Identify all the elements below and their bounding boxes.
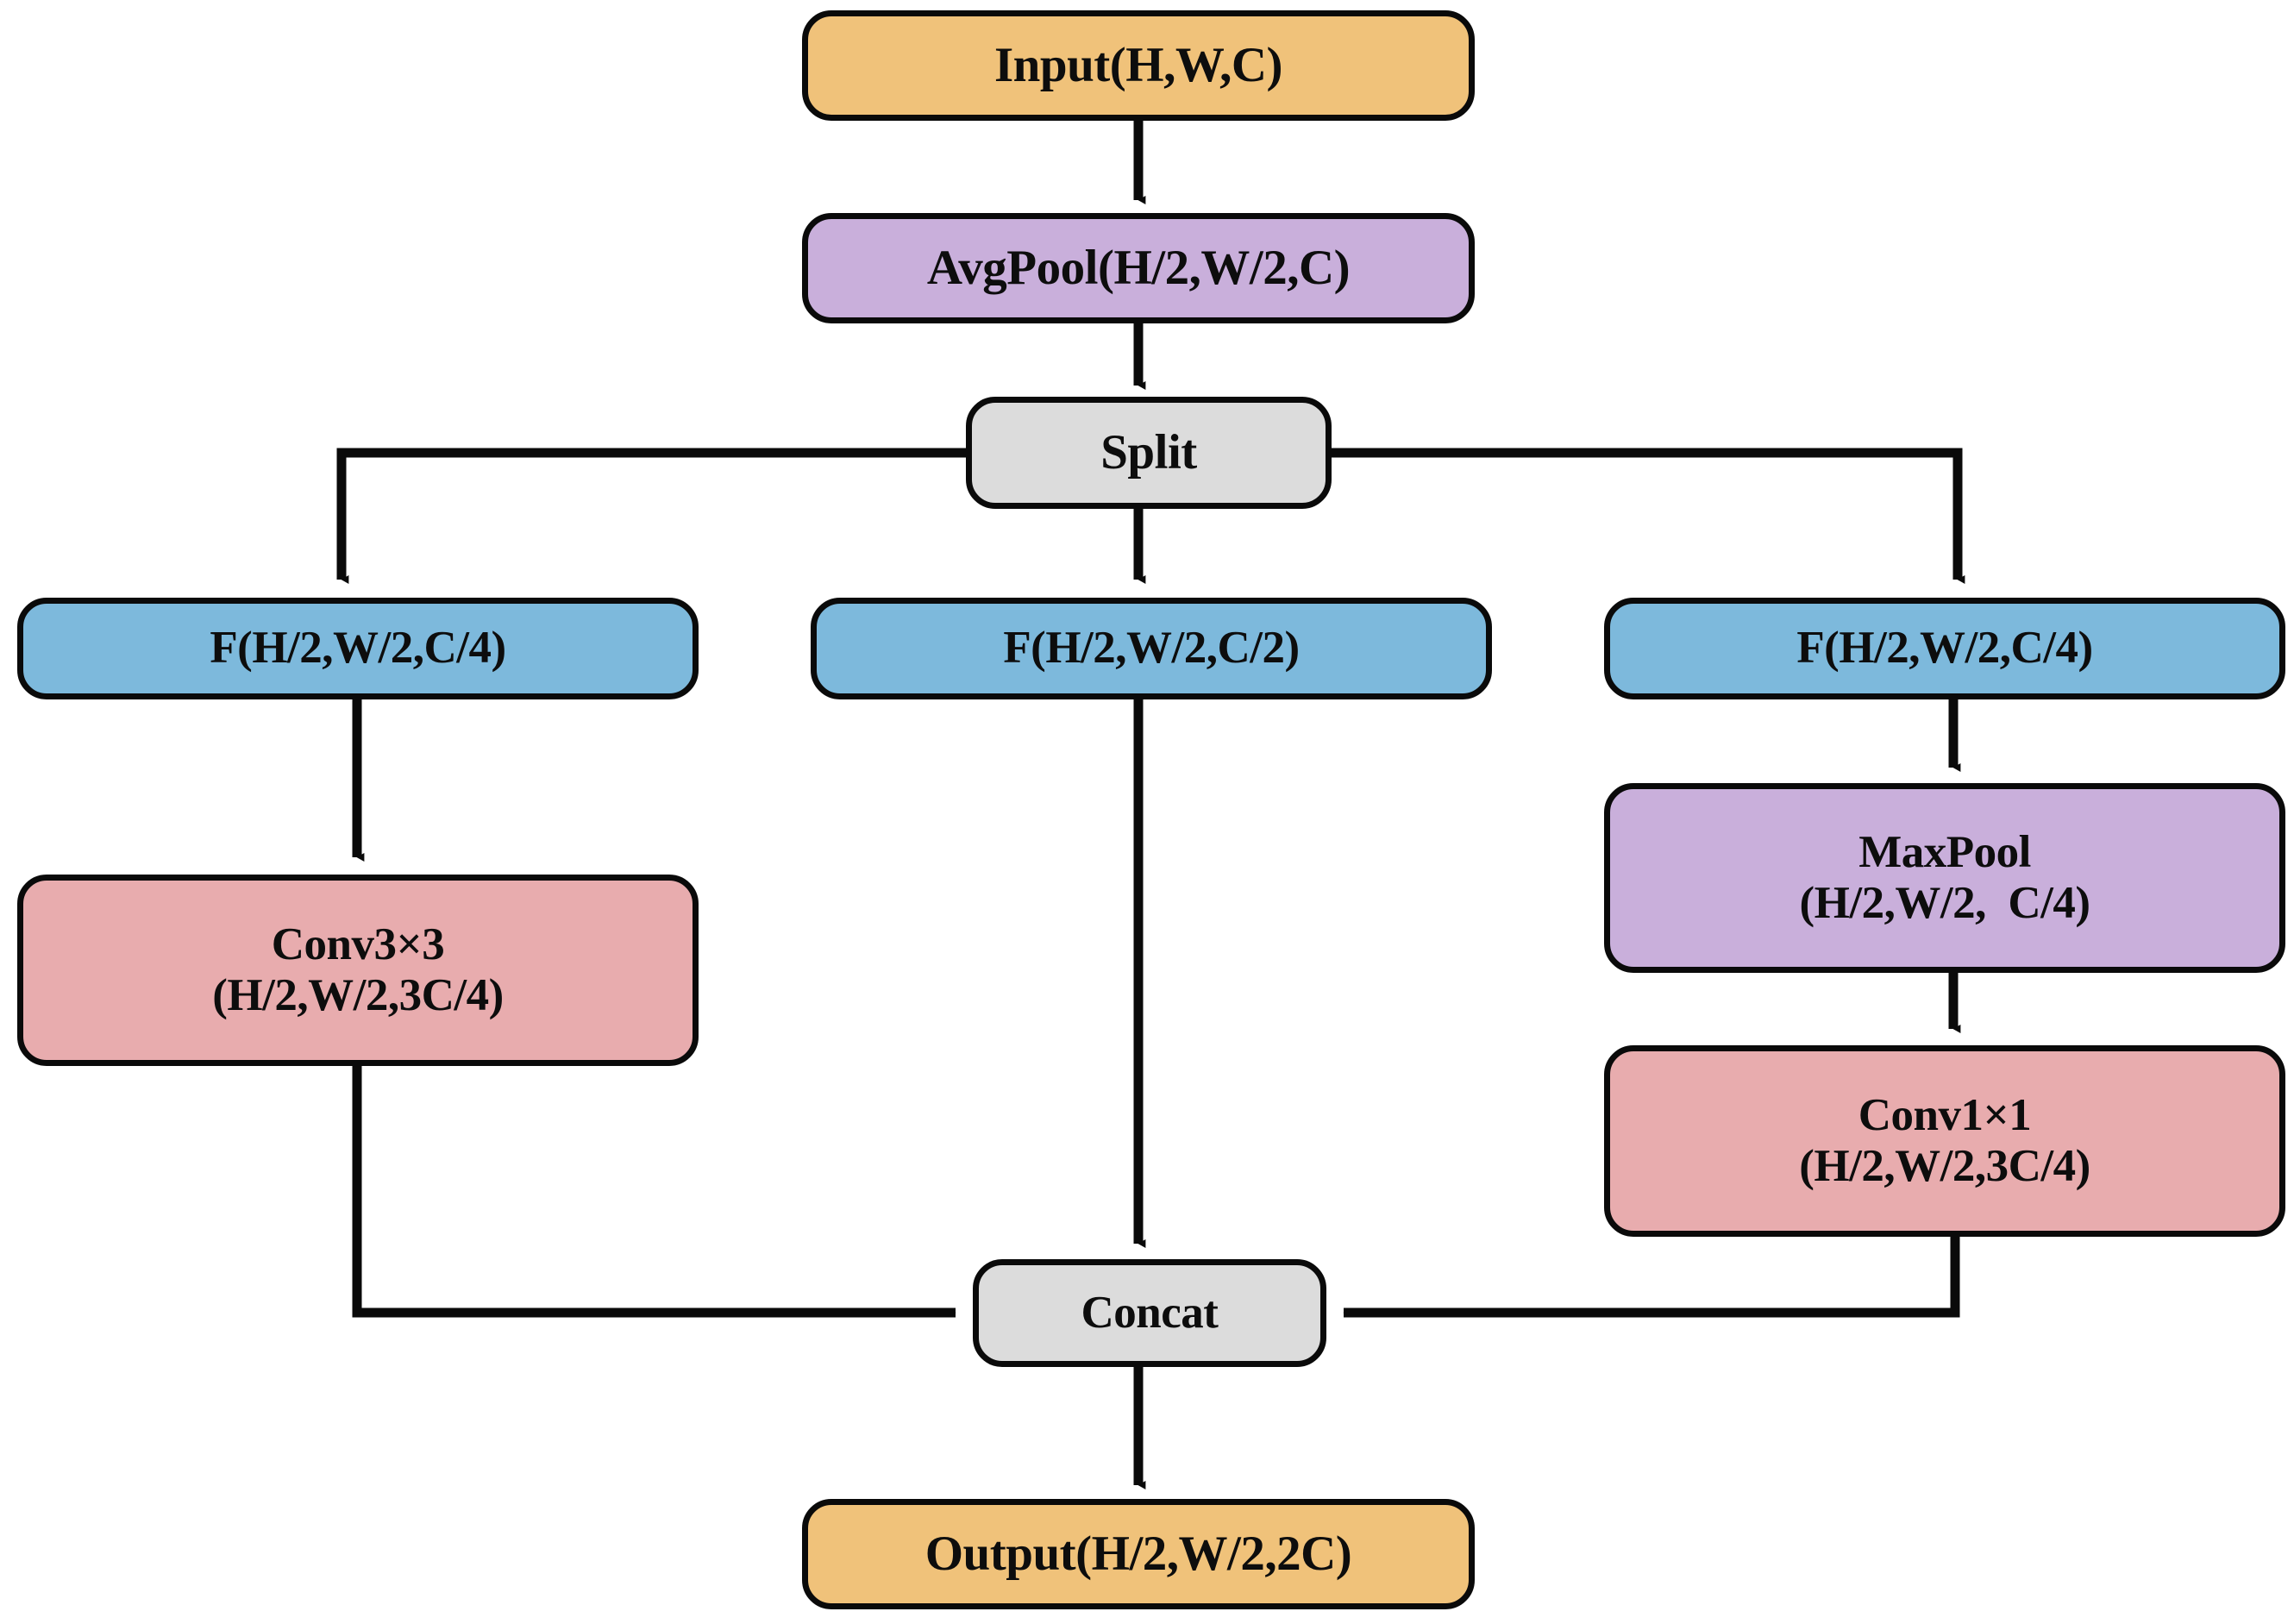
node-avgpool[interactable]: AvgPool(H/2,W/2,C) — [802, 213, 1475, 323]
node-output[interactable]: Output(H/2,W/2,2C) — [802, 1499, 1475, 1609]
node-f-right[interactable]: F(H/2,W/2,C/4) — [1604, 598, 2285, 699]
edge-split-to-f-left — [336, 448, 966, 584]
node-split[interactable]: Split — [966, 397, 1332, 509]
node-f-right-label-line1: F(H/2,W/2,C/4) — [1796, 623, 2093, 674]
node-f-left[interactable]: F(H/2,W/2,C/4) — [17, 598, 699, 699]
node-conv3x3[interactable]: Conv3×3 (H/2,W/2,3C/4) — [17, 875, 699, 1066]
node-maxpool[interactable]: MaxPool (H/2,W/2, C/4) — [1604, 783, 2285, 973]
edge-conv3x3-to-concat — [352, 1066, 956, 1318]
node-maxpool-label-line2: (H/2,W/2, C/4) — [1799, 878, 2090, 928]
edge-conv1x1-to-concat — [1343, 1237, 1960, 1318]
node-maxpool-label-line1: MaxPool — [1858, 826, 2031, 877]
node-f-mid[interactable]: F(H/2,W/2,C/2) — [811, 598, 1492, 699]
node-conv3x3-label-line1: Conv3×3 — [271, 919, 445, 969]
node-conv1x1[interactable]: Conv1×1 (H/2,W/2,3C/4) — [1604, 1045, 2285, 1237]
node-f-left-label-line1: F(H/2,W/2,C/4) — [210, 623, 506, 674]
node-concat-label-line1: Concat — [1081, 1287, 1219, 1338]
node-concat[interactable]: Concat — [973, 1259, 1326, 1367]
node-output-label-line1: Output(H/2,W/2,2C) — [924, 1527, 1352, 1582]
node-f-mid-label-line1: F(H/2,W/2,C/2) — [1003, 623, 1300, 674]
node-conv1x1-label-line1: Conv1×1 — [1858, 1089, 2032, 1140]
node-input[interactable]: Input(H,W,C) — [802, 10, 1475, 121]
node-input-label-line1: Input(H,W,C) — [994, 38, 1283, 93]
edge-split-to-f-right — [1332, 448, 1965, 584]
node-avgpool-label-line1: AvgPool(H/2,W/2,C) — [926, 241, 1351, 296]
node-conv3x3-label-line2: (H/2,W/2,3C/4) — [212, 970, 504, 1020]
node-split-label-line1: Split — [1100, 425, 1197, 480]
node-conv1x1-label-line2: (H/2,W/2,3C/4) — [1799, 1141, 2090, 1191]
